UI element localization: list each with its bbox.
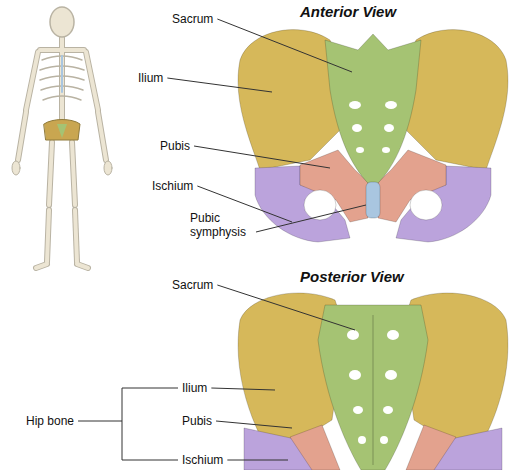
leader-line <box>227 460 288 461</box>
view-heading: Posterior View <box>300 268 404 286</box>
part-label: Ilium <box>182 381 207 395</box>
group-label: Hip bone <box>26 414 74 428</box>
leader-line <box>217 19 352 72</box>
leader-lines <box>78 19 366 460</box>
leader-line <box>217 285 355 330</box>
part-label: Pubis <box>160 139 190 153</box>
leader-line <box>194 146 330 168</box>
leader-line <box>167 78 272 92</box>
part-label: Pubic symphysis <box>190 211 252 239</box>
part-label: Sacrum <box>172 12 213 26</box>
part-label: Ischium <box>152 179 193 193</box>
part-label: Pubis <box>182 414 212 428</box>
leader-line <box>216 421 292 428</box>
leader-line <box>256 205 366 232</box>
leader-line <box>211 388 275 390</box>
hip-bone-bracket <box>122 388 178 460</box>
pelvis-posterior <box>238 293 508 470</box>
part-label: Ilium <box>138 71 163 85</box>
part-label: Ischium <box>182 453 223 467</box>
part-label: Sacrum <box>172 278 213 292</box>
pelvis-anterior <box>238 30 508 242</box>
skeleton-figure <box>12 7 112 268</box>
leader-line <box>78 421 122 422</box>
view-heading: Anterior View <box>300 3 396 21</box>
